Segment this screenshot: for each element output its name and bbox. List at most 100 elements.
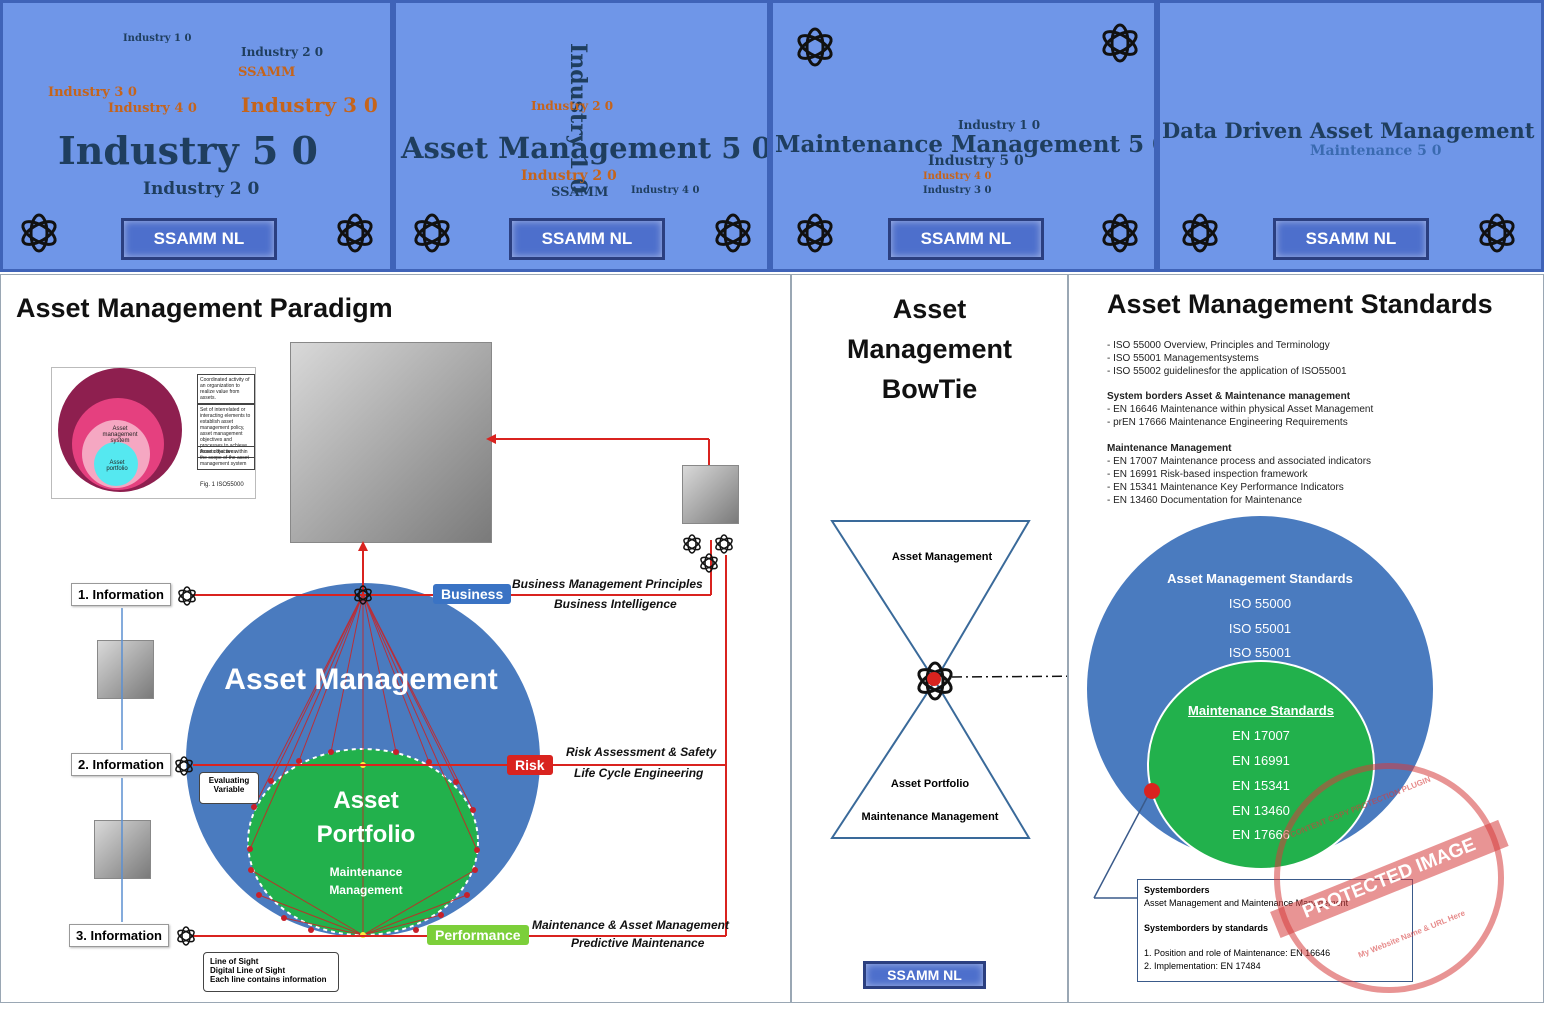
banner-industry: Industry 1 0 Industry 2 0 Industry 3 0 I… [0,0,393,272]
borders-item: - prEN 17666 Maintenance Engineering Req… [1107,417,1348,428]
banner-title: Data Driven Asset Management [1162,118,1535,143]
ssamm-nl-button[interactable]: SSAMM NL [888,218,1044,260]
portfolio-label: Portfolio [316,821,416,848]
maintenance-standards-item: EN 13460 [1232,803,1290,818]
word: Industry 2 0 [241,45,324,59]
human-robot-photo [290,342,492,543]
fig-note: Coordinated activity of an organization … [197,374,255,404]
maintenance-standards-heading: Maintenance Standards [1188,703,1334,718]
standards-panel: Asset Management Standards - ISO 55000 O… [1068,274,1544,1028]
robot-head-photo [97,640,154,699]
business-line: Business Management Principles [512,577,703,591]
maintenance-standards-item: EN 16991 [1232,753,1290,768]
box-item: 2. Implementation: EN 17484 [1144,961,1261,971]
ssamm-nl-button[interactable]: SSAMM NL [121,218,277,260]
ai-icon [793,213,837,253]
iso55000-figure: Asset management system Asset portfolio … [51,367,256,499]
banner-asset-management: Industry 1 0 Industry 2 0 Asset Manageme… [393,0,770,272]
ai-icon [1475,213,1519,253]
box-heading: Systemborders by standards [1144,923,1269,933]
word: Industry 2 0 [521,168,617,184]
mm-item: - EN 17007 Maintenance process and assoc… [1107,456,1372,467]
banner-title: Asset Management 5 0 [401,131,770,165]
word: Maintenance 5 0 [1310,143,1442,159]
paradigm-panel: Asset Management Paradigm Asset manageme… [0,274,791,1003]
business-tag[interactable]: Business [433,584,512,604]
information-1[interactable]: 1. Information [71,583,171,606]
ai-icon [711,213,755,253]
callout-line: Variable [213,785,245,794]
word: Industry 4 0 [923,171,992,182]
banner-title: Industry 5 0 [58,128,318,173]
performance-line: Predictive Maintenance [571,936,705,950]
maintenance-standards-item: EN 17666 [1232,827,1290,842]
asset-standards-item: ISO 55000 [1228,596,1292,611]
robot-head-photo [682,465,739,524]
word: Industry 2 0 [531,99,614,113]
ssamm-nl-button[interactable]: SSAMM NL [863,961,986,989]
word: Industry 2 0 [143,179,260,199]
mm-item: - EN 16991 Risk-based inspection framewo… [1107,469,1308,480]
risk-line: Life Cycle Engineering [574,766,704,780]
callout-line: Line of Sight [210,957,259,966]
title-line: Asset [892,294,967,324]
ai-icon [1098,213,1142,253]
ai-icon [17,213,61,253]
maintenance-label: Maintenance [329,865,403,879]
paradigm-diagram [121,434,735,946]
information-3[interactable]: 3. Information [69,924,169,947]
iso-item: - ISO 55000 Overview, Principles and Ter… [1107,340,1330,351]
banner-maintenance-management: Industry 1 0 Maintenance Management 5 0 … [770,0,1157,272]
information-2[interactable]: 2. Information [71,753,171,776]
word: SSAMM [551,185,609,200]
mm-heading: Maintenance Management [1107,443,1232,454]
performance-tag[interactable]: Performance [427,925,529,945]
bowtie-bottom-label: Maintenance Management [861,811,999,823]
asset-standards-heading: Asset Management Standards [1167,571,1353,586]
borders-heading: System borders Asset & Maintenance manag… [1107,391,1351,402]
callout-line: Digital Line of Sight [210,966,286,975]
ai-icon [793,27,837,67]
risk-tag[interactable]: Risk [507,755,553,775]
ring-label: Asset management system [102,426,138,444]
word: Industry 4 0 [631,185,700,196]
asset-standards-item: ISO 55001 [1228,645,1292,660]
iso-list: - ISO 55000 Overview, Principles and Ter… [1107,339,1347,378]
word: Industry 1 0 [958,118,1041,132]
risk-line: Risk Assessment & Safety [566,745,717,759]
box-line: Asset Management and Maintenance Managem… [1144,898,1349,908]
management-label: Management [329,883,403,897]
ai-icon [333,213,377,253]
ai-icon [410,213,454,253]
ai-icon [1178,213,1222,253]
word: Industry 1 0 [123,33,192,44]
maintenance-standards-item: EN 17007 [1232,728,1290,743]
nested-rings [58,368,182,492]
evaluating-callout: Evaluating Variable [199,772,259,804]
standards-title: Asset Management Standards [1107,289,1493,319]
maintenance-standards-ellipse [1147,660,1375,870]
fig-caption: Fig. 1 ISO55000 [200,482,244,488]
box-item: 1. Position and role of Maintenance: EN … [1144,948,1331,958]
borders-list: System borders Asset & Maintenance manag… [1107,390,1373,429]
title-line: BowTie [881,374,978,404]
asset-label: Asset [333,787,399,814]
word: Industry 4 0 [108,101,197,116]
iso-item: - ISO 55001 Managementsystems [1107,353,1259,364]
ssamm-nl-button[interactable]: SSAMM NL [1273,218,1429,260]
ssamm-nl-button[interactable]: SSAMM NL [509,218,665,260]
ai-icon [1098,23,1142,63]
bowtie-diagram [830,520,1067,839]
word: Industry 3 0 [241,93,378,117]
mm-item: - EN 15341 Maintenance Key Performance I… [1107,482,1344,493]
asset-standards-item: ISO 55001 [1228,621,1292,636]
callout-line: Each line contains information [210,975,327,984]
mm-item: - EN 13460 Documentation for Maintenance [1107,495,1303,506]
title-line: Management [846,334,1013,364]
bowtie-top-label: Asset Management [891,551,993,563]
line-of-sight-callout: Line of Sight Digital Line of Sight Each… [203,952,339,992]
fig-note: Assets that are within the scope of the … [197,446,255,470]
maintenance-standards-item: EN 15341 [1232,778,1290,793]
mm-list: Maintenance Management - EN 17007 Mainte… [1107,442,1371,507]
word: Industry 3 0 [923,185,992,196]
